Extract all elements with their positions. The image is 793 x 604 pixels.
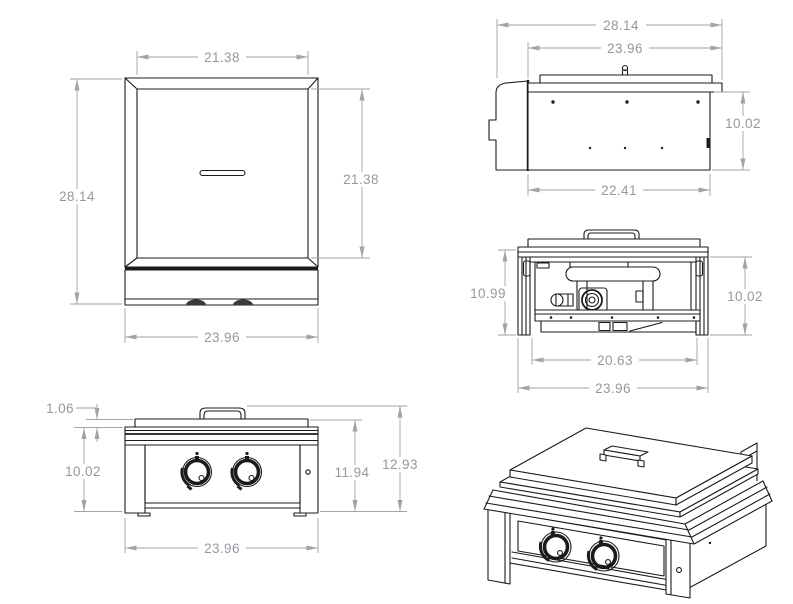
- dimension-side-overall-depth: 28.14: [496, 18, 723, 80]
- dim-text: 28.14: [603, 18, 639, 33]
- top-view: 21.38 28.14 21.38 23.96: [56, 50, 384, 345]
- dim-text: 1.06: [46, 401, 74, 416]
- control-knob-left: [538, 527, 572, 563]
- lid-profile: [134, 418, 309, 428]
- lid-handle: [199, 407, 246, 420]
- lid-handle: [599, 445, 649, 468]
- dim-text: 23.96: [595, 381, 631, 396]
- front-left-column: [487, 505, 511, 585]
- lid-profile: [527, 238, 701, 248]
- lid-handle-top: [199, 169, 246, 177]
- burner-tube: [565, 266, 661, 282]
- lid-profile: [539, 74, 713, 84]
- dim-text: 20.63: [597, 353, 633, 368]
- dim-text: 10.02: [725, 116, 761, 131]
- dimension-rear-overall-height: 10.99: [466, 249, 516, 336]
- burner-assembly: [550, 261, 661, 314]
- side-view: 28.14 23.96 10.02 22.41: [488, 18, 765, 198]
- burner-body: [527, 91, 711, 171]
- foot-right: [293, 512, 307, 517]
- knob-bump-right: [233, 299, 253, 305]
- screw-dots: [551, 100, 700, 150]
- drip-tray: [534, 309, 701, 333]
- right-column: [299, 444, 319, 514]
- dimension-top-overall-depth: 28.14: [56, 78, 122, 305]
- burner-leg-right: [642, 280, 654, 311]
- left-column: [124, 444, 146, 514]
- isometric-view: [483, 427, 773, 599]
- dimension-front-height-to-lid: 11.94: [310, 419, 407, 512]
- right-column: [695, 256, 709, 336]
- dimension-side-body-height: 10.02: [712, 91, 765, 171]
- cavity-walls: [529, 261, 697, 313]
- gas-inlet: [555, 293, 574, 307]
- control-panel: [144, 444, 301, 504]
- dim-text: 10.99: [470, 286, 506, 301]
- dim-text: 21.38: [204, 50, 240, 65]
- dimension-front-overall-height: 12.93: [247, 405, 423, 512]
- front-bezel-profile: [488, 80, 529, 171]
- top-flange: [527, 82, 723, 93]
- dimension-top-inner-width: 21.38: [136, 50, 309, 75]
- dimension-rear-overall-width: 23.96: [517, 338, 709, 396]
- panel-screw: [305, 469, 311, 475]
- dim-text: 22.41: [601, 183, 637, 198]
- dim-text: 10.02: [727, 289, 763, 304]
- lid-corner-bevels: [124, 77, 319, 268]
- control-shelf: [124, 269, 319, 306]
- dim-text: 21.38: [343, 172, 379, 187]
- lid-outer-edge: [124, 77, 319, 268]
- lid-handle: [583, 229, 640, 240]
- control-knob-left: [180, 451, 213, 491]
- side-notch: [706, 138, 710, 148]
- dimension-rear-body-height: 10.02: [710, 256, 767, 336]
- dim-text: 10.02: [65, 464, 101, 479]
- dimension-front-overall-width: 23.96: [124, 518, 319, 556]
- dimension-rear-inner-width: 20.63: [531, 338, 698, 368]
- knob-bump-left: [186, 299, 206, 305]
- dimension-front-lid-height: 1.06: [46, 401, 133, 442]
- dimension-top-overall-width: 23.96: [124, 308, 319, 345]
- bezel-band: [124, 426, 319, 446]
- lid: [509, 427, 753, 506]
- left-column: [517, 256, 531, 336]
- dimension-top-inner-depth: 21.38: [311, 88, 384, 259]
- dim-text: 23.96: [204, 330, 240, 345]
- dim-text: 23.96: [204, 541, 240, 556]
- control-panel: [517, 520, 665, 577]
- foot-left: [137, 512, 151, 517]
- control-knob-right: [230, 451, 263, 491]
- dim-text: 23.96: [607, 41, 643, 56]
- dimension-side-body-depth: 22.41: [527, 174, 711, 198]
- front-view: 1.06 10.02 11.94 12.93 23.96: [46, 401, 423, 556]
- front-right-column: [665, 537, 691, 599]
- control-knob-right: [586, 536, 620, 572]
- dim-text: 11.94: [335, 465, 370, 480]
- lid-inner-edge: [136, 88, 309, 259]
- rear-view: 10.99 10.02 20.63 23.96: [466, 229, 767, 396]
- dim-text: 12.93: [382, 457, 418, 472]
- dimension-front-body-height: 10.02: [61, 427, 122, 512]
- lid-screw: [621, 64, 629, 76]
- dim-text: 28.14: [59, 189, 95, 204]
- dimension-side-top-depth: 23.96: [527, 41, 722, 79]
